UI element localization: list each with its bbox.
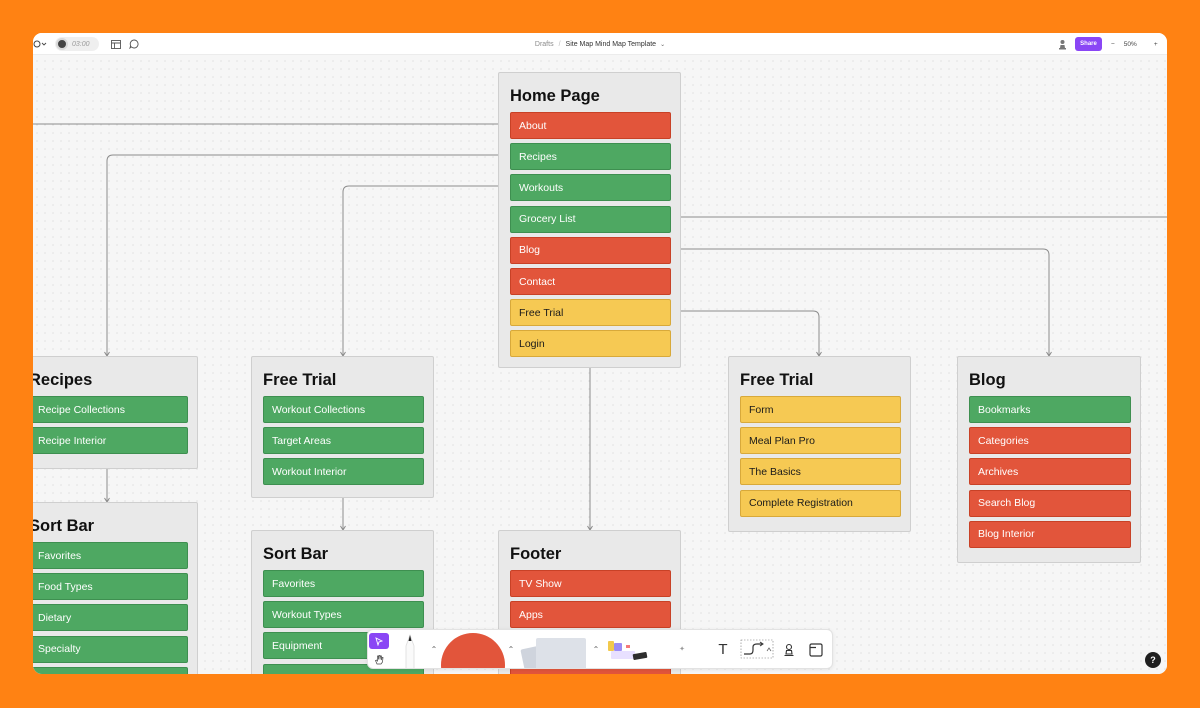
text-tool-icon[interactable]: T: [718, 640, 728, 658]
bottom-toolbar: ⌃ ⌃ ⌃ ✦ T: [367, 629, 833, 669]
card-title: Blog: [969, 371, 1006, 389]
node-item[interactable]: Meal Plan Pro: [740, 427, 901, 455]
cursor-icon[interactable]: [369, 633, 389, 649]
chevron-up-icon[interactable]: ⌃: [430, 644, 438, 654]
node-item[interactable]: Free Trial: [510, 299, 671, 327]
node-item[interactable]: Specialty: [33, 635, 188, 663]
node-item[interactable]: Categories: [969, 427, 1131, 455]
help-button[interactable]: ?: [1145, 652, 1161, 668]
node-item[interactable]: Grocery List: [510, 205, 671, 233]
node-item[interactable]: Workout Types: [263, 601, 424, 629]
sticky-front: [536, 638, 586, 668]
card-title: Sort Bar: [33, 517, 95, 535]
card-title: Footer: [510, 545, 562, 563]
sparkle-icon: ✦: [679, 646, 685, 653]
connector-workouts: [342, 185, 509, 356]
node-item[interactable]: Apps: [510, 601, 671, 629]
pen-icon[interactable]: [400, 632, 420, 668]
sticky-note-icon[interactable]: [518, 636, 588, 668]
chevron-up-icon[interactable]: ⌃: [507, 644, 515, 654]
node-item[interactable]: Search Blog: [969, 489, 1131, 517]
avatar[interactable]: [56, 38, 68, 50]
breadcrumb-drafts[interactable]: Drafts: [534, 40, 554, 48]
node-item[interactable]: Blog: [510, 236, 671, 264]
connector-recipes: [106, 154, 509, 356]
node-item[interactable]: About: [510, 112, 671, 139]
share-button[interactable]: Share: [1075, 37, 1102, 51]
main-menu-icon[interactable]: [33, 33, 47, 55]
breadcrumb-separator: /: [558, 40, 561, 48]
node-item[interactable]: Workouts: [510, 174, 671, 202]
top-bar: 03:00 Drafts / Site Map Mind Map Templat…: [33, 33, 1167, 55]
file-title[interactable]: Site Map Mind Map Template: [565, 40, 657, 48]
node-item[interactable]: Form: [740, 396, 901, 423]
connector-tool-icon[interactable]: [740, 639, 774, 659]
node-item[interactable]: Blog Interior: [969, 520, 1131, 548]
section-tool-icon[interactable]: [808, 640, 824, 660]
chevron-down-icon[interactable]: ⌄: [660, 41, 666, 48]
card-title: Sort Bar: [263, 545, 329, 563]
node-item[interactable]: Food Types: [33, 573, 188, 601]
node-item[interactable]: Workout Interior: [263, 458, 424, 486]
node-item[interactable]: Favorites: [33, 542, 188, 569]
connector-blog: [670, 248, 1050, 356]
node-item[interactable]: Favorites: [263, 570, 424, 597]
stamp-icon[interactable]: [1056, 33, 1068, 55]
sticker-pack-icon[interactable]: [606, 640, 654, 662]
node-item[interactable]: Bookmarks: [969, 396, 1131, 423]
node-item[interactable]: Recipes: [510, 143, 671, 171]
node-item[interactable]: Recipe Interior: [33, 427, 188, 455]
node-item[interactable]: The Basics: [740, 458, 901, 486]
card-title: Home Page: [510, 87, 600, 105]
breadcrumb: Drafts / Site Map Mind Map Template ⌄: [33, 33, 1167, 55]
node-item[interactable]: [33, 666, 188, 674]
zoom-in-button[interactable]: +: [1153, 40, 1158, 48]
node-item[interactable]: Archives: [969, 458, 1131, 486]
hand-icon[interactable]: [369, 651, 389, 667]
node-item[interactable]: Contact: [510, 268, 671, 295]
node-item[interactable]: Target Areas: [263, 427, 424, 455]
layout-panel-icon[interactable]: [110, 33, 122, 55]
card-title: Free Trial: [740, 371, 814, 389]
timer-widget[interactable]: 03:00: [55, 37, 99, 51]
zoom-level[interactable]: 50%: [1123, 40, 1137, 48]
comment-icon[interactable]: [128, 33, 140, 55]
timer-text: 03:00: [72, 40, 90, 48]
node-item[interactable]: Recipe Collections: [33, 396, 188, 423]
node-item[interactable]: Workout Collections: [263, 396, 424, 423]
node-item[interactable]: Login: [510, 330, 671, 358]
node-item[interactable]: TV Show: [510, 570, 671, 597]
zoom-controls: − 50% +: [1111, 33, 1167, 55]
stamp-tool-icon[interactable]: [780, 640, 798, 660]
zoom-out-button[interactable]: −: [1111, 40, 1115, 48]
card-title: Free Trial: [263, 371, 337, 389]
shape-tool-icon[interactable]: [441, 633, 505, 668]
card-title: Recipes: [33, 371, 93, 389]
connector-free-trial: [670, 310, 820, 356]
node-item[interactable]: Dietary: [33, 604, 188, 632]
node-item[interactable]: Complete Registration: [740, 489, 901, 517]
chevron-up-icon[interactable]: ⌃: [592, 644, 600, 654]
connector-layer: [33, 123, 1167, 531]
